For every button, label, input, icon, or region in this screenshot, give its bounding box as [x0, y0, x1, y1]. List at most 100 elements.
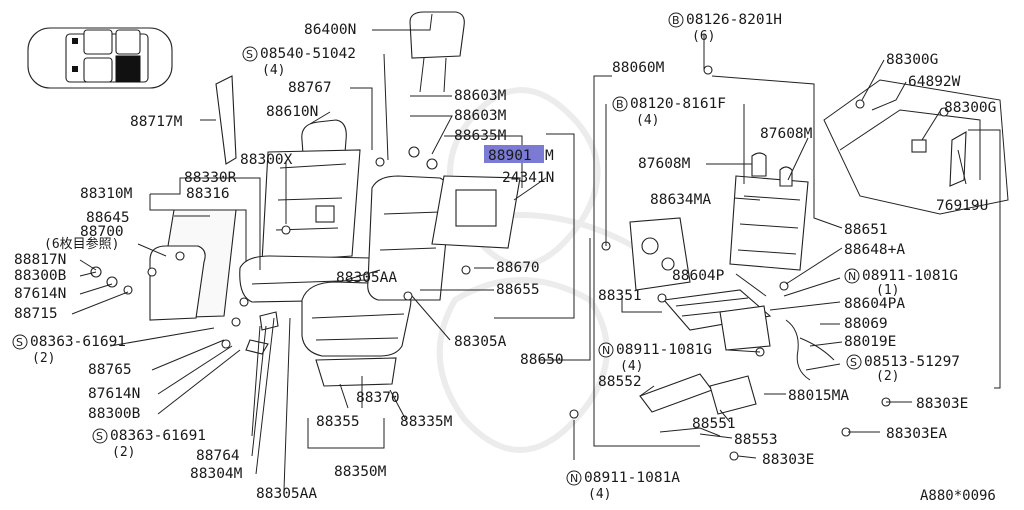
b-mark-icon [612, 96, 628, 112]
label-88310M: 88310M [80, 186, 133, 202]
label-08363-61691-a: 08363-61691 [30, 334, 126, 350]
label-08363-a-qty: (2) [32, 351, 55, 366]
label-08513-51297: 08513-51297 [864, 354, 960, 370]
n-mark-letter: N [848, 270, 856, 283]
label-88603M-a: 88603M [454, 88, 507, 104]
label-08126-qty: (6) [692, 29, 715, 44]
label-88303EA: 88303EA [886, 426, 947, 442]
label-88717M: 88717M [130, 114, 183, 130]
leader-lines [71, 13, 1001, 491]
label-88604P: 88604P [672, 268, 725, 284]
label-88655: 88655 [496, 282, 540, 298]
seat-back-side-cover [215, 75, 237, 165]
label-88300B-b: 88300B [88, 406, 141, 422]
label-88069: 88069 [844, 316, 888, 332]
label-08120-qty: (4) [636, 113, 659, 128]
label-88553: 88553 [734, 432, 778, 448]
s-mark-letter: S [246, 48, 253, 61]
diagram-reference-code: A880*0096 [920, 488, 996, 504]
label-88015MA: 88015MA [788, 388, 849, 404]
s-mark-letter: S [16, 336, 23, 349]
s-mark-letter: S [96, 430, 103, 443]
label-88316: 88316 [186, 186, 230, 202]
label-08540-51042: 08540-51042 [260, 46, 356, 62]
part-labels: 86400N S 08540-51042 (4) 88767 88603M 88… [12, 12, 996, 504]
label-08120-8161F: 08120-8161F [630, 96, 726, 112]
label-88604PA: 88604PA [844, 296, 905, 312]
label-88300X: 88300X [240, 152, 293, 168]
wire-harness [659, 319, 835, 437]
label-08911-c-qty: (4) [588, 487, 611, 502]
label-64892W: 64892W [908, 74, 961, 90]
label-88350M: 88350M [334, 464, 387, 480]
s-mark-letter: S [850, 356, 857, 369]
label-08363-61691-b: 08363-61691 [110, 428, 206, 444]
label-88355: 88355 [316, 414, 360, 430]
label-88700: 88700 [80, 224, 124, 240]
n-mark-icon [598, 342, 614, 358]
label-87614N-a: 87614N [14, 286, 66, 302]
label-88060M: 88060M [612, 60, 665, 76]
label-88715: 88715 [14, 306, 58, 322]
seat-back-mat [149, 245, 206, 321]
headrest-top [409, 11, 465, 93]
label-88019E: 88019E [844, 334, 896, 350]
seat-back-board [431, 175, 521, 249]
seat-track-frame [662, 289, 772, 351]
label-88303E-b: 88303E [762, 452, 814, 468]
label-88670: 88670 [496, 260, 540, 276]
label-76919U: 76919U [936, 198, 988, 214]
label-08911-1081A: 08911-1081A [584, 470, 680, 486]
label-88817N: 88817N [14, 252, 66, 268]
b-mark-letter: B [616, 98, 624, 111]
label-88552: 88552 [598, 374, 642, 390]
label-87608M-b: 87608M [638, 156, 691, 172]
label-88300G-a: 88300G [886, 52, 938, 68]
label-88335M: 88335M [400, 414, 453, 430]
s-mark-icon [242, 46, 258, 62]
s-mark-icon [12, 334, 28, 350]
floor-area-inset [823, 79, 1009, 215]
label-88901-highlighted[interactable]: 88901 [488, 148, 532, 164]
label-88764: 88764 [196, 448, 240, 464]
label-87614N-b: 87614N [88, 386, 140, 402]
label-88634MA: 88634MA [650, 192, 711, 208]
label-88651: 88651 [844, 222, 888, 238]
label-88300B-a: 88300B [14, 268, 67, 284]
label-88305AA-a: 88305AA [336, 270, 397, 286]
label-88304M: 88304M [190, 466, 243, 482]
n-mark-icon [566, 470, 582, 486]
n-mark-letter: N [570, 472, 578, 485]
label-88610N: 88610N [266, 104, 318, 120]
label-08126-8201H: 08126-8201H [686, 12, 782, 28]
n-mark-letter: N [602, 344, 610, 357]
seat-rail-assembly [639, 373, 757, 415]
seat-back-frame-right [729, 152, 809, 271]
label-88305A: 88305A [454, 334, 507, 350]
label-08911-1081G-a: 08911-1081G [862, 268, 958, 284]
label-88351: 88351 [598, 288, 642, 304]
label-08513-qty: (2) [876, 369, 899, 384]
label-88330R: 88330R [184, 170, 237, 186]
label-08911-b-qty: (4) [620, 359, 643, 374]
highlight-88901M[interactable] [484, 145, 544, 163]
label-24341N: 24341N [502, 170, 554, 186]
label-08540-qty: (4) [262, 63, 285, 78]
label-08363-b-qty: (2) [112, 445, 135, 460]
label-88370: 88370 [356, 390, 400, 406]
label-88551: 88551 [692, 416, 736, 432]
label-88603M-b: 88603M [454, 108, 507, 124]
vehicle-seat-location-icon [27, 27, 173, 89]
label-88901M-suffix: M [545, 148, 554, 164]
label-08911-a-qty: (1) [876, 283, 899, 298]
label-88648A: 88648+A [844, 242, 905, 258]
label-88650: 88650 [520, 352, 564, 368]
label-87608M-a: 87608M [760, 126, 813, 142]
label-88300G-b: 88300G [944, 100, 996, 116]
label-88305AA-b: 88305AA [256, 486, 317, 502]
label-88645: 88645 [86, 210, 130, 226]
label-88303E-a: 88303E [916, 396, 968, 412]
label-88700-note: (6枚目参照) [44, 236, 119, 252]
